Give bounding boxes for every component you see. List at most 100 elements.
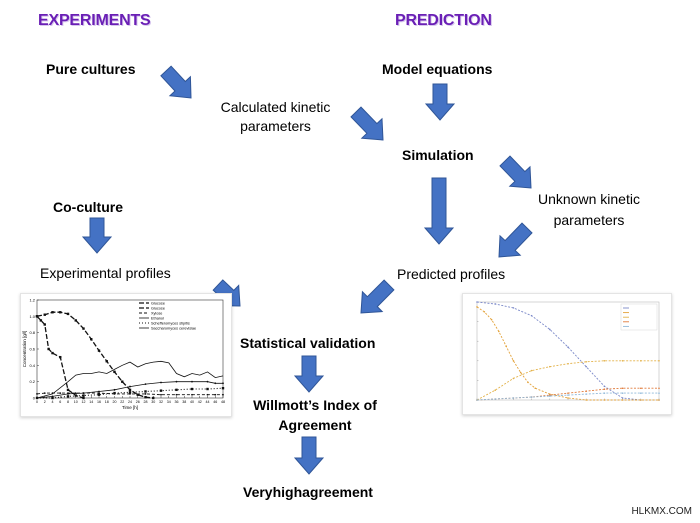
exp-series-2 [36, 315, 84, 399]
exp-x-tick-label: 0 [36, 400, 38, 404]
exp-x-tick-label: 4 [52, 400, 54, 404]
exp-point [191, 393, 193, 396]
exp-point [144, 393, 147, 395]
arrow-unknown-to-predicted [498, 222, 533, 258]
pred-point [512, 307, 515, 309]
pred-point [567, 346, 569, 348]
pred-point [530, 314, 533, 317]
pred-point [549, 395, 551, 397]
node-simulation: Simulation [402, 147, 474, 163]
exp-legend-label: Ethanol [151, 316, 164, 320]
exp-point [136, 393, 139, 396]
exp-x-tick-label: 6 [59, 400, 61, 404]
exp-x-tick-label: 42 [198, 400, 202, 404]
exp-x-tick-label: 40 [190, 400, 194, 404]
pred-point [621, 387, 624, 390]
pred-point [512, 397, 515, 399]
pred-point [658, 360, 660, 362]
pred-point [640, 399, 642, 401]
exp-y-tick-label: 0.2 [29, 379, 35, 384]
exp-x-tick-label: 24 [128, 400, 132, 404]
predicted-profiles-plot [462, 293, 672, 415]
pred-point [512, 360, 515, 362]
pred-point [603, 388, 606, 391]
pred-point [621, 360, 624, 362]
pred-point [585, 390, 587, 392]
exp-point [66, 388, 70, 392]
pred-point [567, 362, 569, 365]
pred-point [640, 360, 642, 362]
exp-point [144, 390, 147, 393]
exp-point [67, 393, 69, 395]
exp-point [51, 311, 54, 314]
exp-legend-label: Xylose [151, 311, 162, 315]
exp-point [51, 396, 54, 400]
arrow-simulation-to-predicted [423, 177, 455, 245]
exp-point [66, 312, 70, 316]
exp-point [113, 388, 116, 391]
pred-point [494, 398, 496, 400]
pred-point [549, 365, 551, 368]
arrow-model-to-simulation [424, 83, 456, 121]
node-model-equations: Model equations [382, 61, 493, 77]
willmott-line-2: Agreement [278, 417, 352, 434]
exp-x-tick-label: 34 [167, 400, 171, 404]
exp-y-tick-label: 1.2 [29, 298, 35, 303]
exp-point [66, 395, 70, 398]
arrow-coculture-to-experimental [81, 217, 113, 254]
pred-point [527, 381, 529, 384]
exp-point [175, 388, 178, 392]
exp-y-tick-label: 0.4 [29, 363, 35, 368]
pred-point [603, 385, 606, 388]
exp-point [35, 396, 39, 400]
exp-point [206, 387, 209, 391]
exp-point [39, 319, 43, 322]
unknown-line-2: parameters [553, 212, 625, 229]
exp-x-tick-label: 14 [89, 400, 93, 404]
exp-point [51, 351, 54, 355]
exp-point [206, 380, 209, 383]
pred-point [658, 399, 660, 401]
exp-point [82, 392, 85, 394]
exp-point [128, 388, 132, 392]
exp-point [74, 319, 77, 322]
exp-point [214, 393, 217, 396]
exp-point [160, 393, 162, 396]
pred-series-2 [476, 306, 659, 401]
pred-point [603, 360, 606, 362]
experiments-header: EXPERIMENTS [38, 12, 151, 29]
exp-legend-label: Schefferomyces stipitis [151, 321, 190, 325]
node-unknown-kinetic-parameters: Unknown kinetic parameters [528, 191, 650, 228]
exp-point [59, 355, 62, 359]
arrow-validation-to-willmott [293, 355, 325, 393]
pred-point [534, 387, 537, 390]
exp-legend-label: Saccharomyces cerevisiae [151, 326, 196, 330]
node-willmott-index: Willmott’s Index of Agreement [232, 397, 398, 433]
exp-y-tick-label: 0.8 [29, 330, 35, 335]
exp-x-tick-label: 18 [105, 400, 109, 404]
exp-x-tick-label: 26 [136, 400, 140, 404]
pred-point [494, 303, 496, 305]
predicted-plot-canvas [476, 301, 660, 401]
exp-point [159, 389, 163, 392]
pred-point [476, 301, 478, 303]
pred-point [640, 387, 642, 390]
pred-point [549, 328, 551, 331]
exp-point [144, 383, 147, 386]
exp-x-tick-label: 10 [74, 400, 78, 404]
pred-point [476, 399, 478, 401]
node-pure-cultures: Pure cultures [46, 61, 136, 77]
exp-point [222, 393, 224, 396]
pred-point [658, 387, 660, 390]
kinetic-line-2: parameters [240, 118, 311, 135]
exp-x-tick-label: 48 [221, 400, 225, 404]
exp-legend-label: Glucose [151, 306, 165, 310]
exp-x-axis-label: Time [h] [122, 405, 138, 410]
exp-point [190, 387, 194, 391]
node-co-culture: Co-culture [53, 199, 123, 215]
pred-point [567, 397, 569, 399]
pred-point [498, 330, 500, 333]
pred-point [530, 369, 533, 372]
exp-point [121, 380, 124, 383]
